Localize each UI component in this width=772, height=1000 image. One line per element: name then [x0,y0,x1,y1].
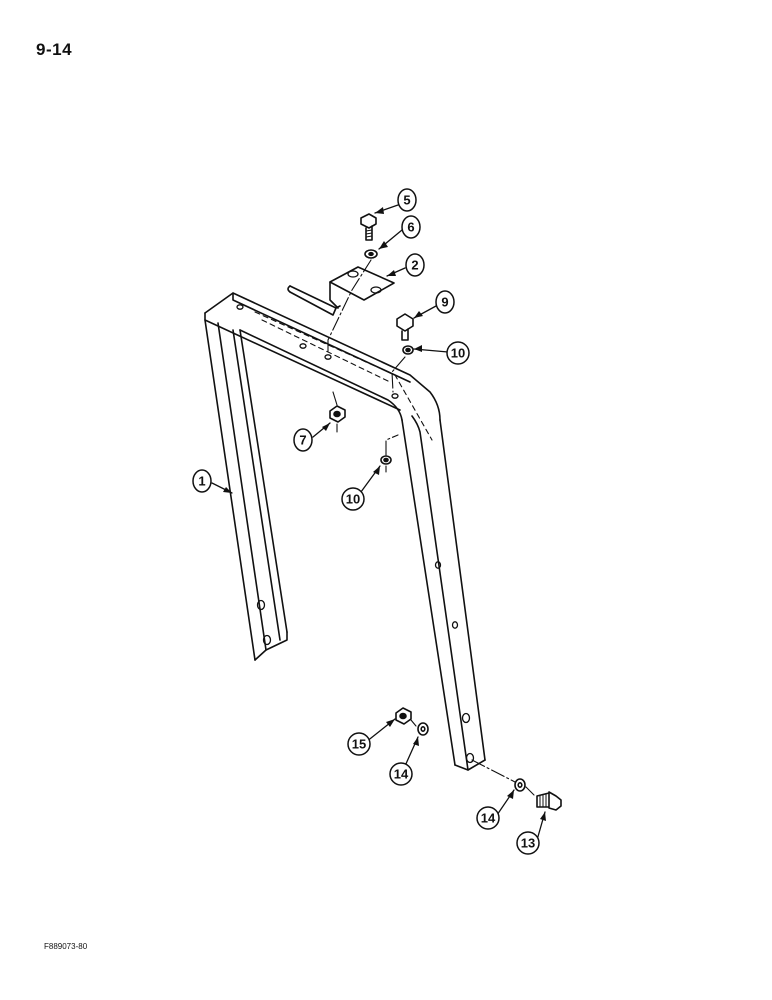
page-number: 9-14 [36,40,73,59]
callout-10a-circle [446,341,470,365]
bolt-5-part [360,213,377,241]
callout-2-circle [405,253,425,277]
callout-10a-label: 10 [451,346,465,361]
callout-14b-circle [476,806,500,830]
callout-13-circle [516,831,540,855]
callout-15-label: 15 [352,737,366,752]
nut-10-upper-part [402,345,414,355]
callout-7-label: 7 [299,433,306,448]
bracket-rod-part [287,266,395,316]
callout-14a-circle [389,762,413,786]
callout-5-circle [397,188,417,212]
callout-9-circle [435,290,455,314]
figure-code: F889073-80 [44,942,88,951]
callout-14b-label: 14 [481,811,496,826]
frame-holes [236,304,475,764]
callout-6-circle [401,215,421,239]
nut-7-part [329,405,346,423]
washer-14-lower-part [514,778,526,792]
bolt-13-part [536,791,562,811]
hidden-lines [254,311,433,441]
leader-arrowheads [223,207,546,821]
callout-10b-circle [341,487,365,511]
callout-circles [192,188,540,855]
callout-1-circle [192,469,212,493]
callout-1-label: 1 [198,474,205,489]
frame-channel-part [204,292,486,771]
callout-6-label: 6 [407,220,414,235]
washer-14-upper-part [417,722,429,736]
assembly-lines [327,259,535,796]
bolt-9-part [396,313,414,341]
nut-10-lower-part [380,455,392,465]
callout-15-circle [347,732,371,756]
callout-14a-label: 14 [394,767,409,782]
callout-13-label: 13 [521,836,535,851]
callout-9-label: 9 [441,295,448,310]
callout-7-circle [293,428,313,452]
callout-2-label: 2 [411,258,418,273]
callout-5-label: 5 [403,193,410,208]
callout-labels: 5 6 2 9 10 7 1 10 15 14 14 13 [198,193,535,851]
callout-10b-label: 10 [346,492,360,507]
washer-6-part [364,249,378,259]
nut-15-part [395,707,412,725]
